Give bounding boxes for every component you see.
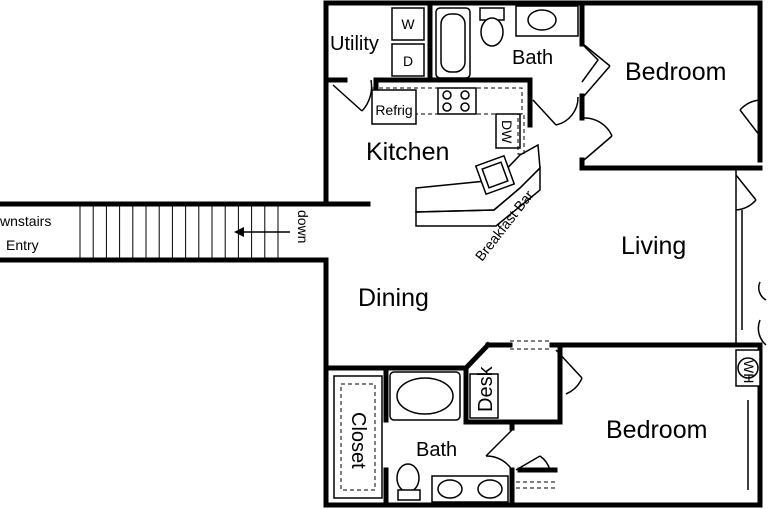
washer-label: W	[401, 16, 415, 32]
stairs-label-downstairs: wnstairs	[0, 213, 51, 229]
bath-top-fixtures	[435, 5, 579, 79]
bath-bottom-fixtures: Desk WH	[333, 349, 761, 503]
doors	[332, 43, 767, 490]
utility-fixtures: W D	[391, 7, 425, 77]
room-labels: Utility Bath Bedroom Kitchen Living Dini…	[330, 33, 726, 469]
water-heater-label: WH	[741, 360, 757, 383]
dryer-label: D	[403, 53, 413, 69]
kitchen-fixtures: Refrig DW Breakfast Bar	[371, 87, 541, 264]
exterior-walls	[323, 0, 763, 508]
stair-labels: wnstairs Entry down	[0, 208, 311, 256]
desk-label: Desk	[475, 365, 497, 412]
dishwasher-label: DW	[499, 120, 515, 144]
room-label-closet: Closet	[347, 412, 369, 469]
refrigerator-label: Refrig	[375, 102, 412, 118]
room-label-bedroom-bottom: Bedroom	[606, 416, 707, 444]
stairs-direction-label: down	[295, 210, 311, 243]
room-label-living: Living	[621, 232, 686, 260]
room-label-dining: Dining	[358, 284, 429, 312]
room-label-bedroom-top: Bedroom	[625, 58, 726, 86]
stairs-label-entry: Entry	[6, 237, 39, 253]
room-label-bath-bottom: Bath	[416, 439, 457, 461]
stairs	[0, 201, 371, 263]
room-label-bath-top: Bath	[512, 47, 553, 69]
room-label-utility: Utility	[330, 33, 379, 55]
room-label-kitchen: Kitchen	[366, 138, 449, 166]
